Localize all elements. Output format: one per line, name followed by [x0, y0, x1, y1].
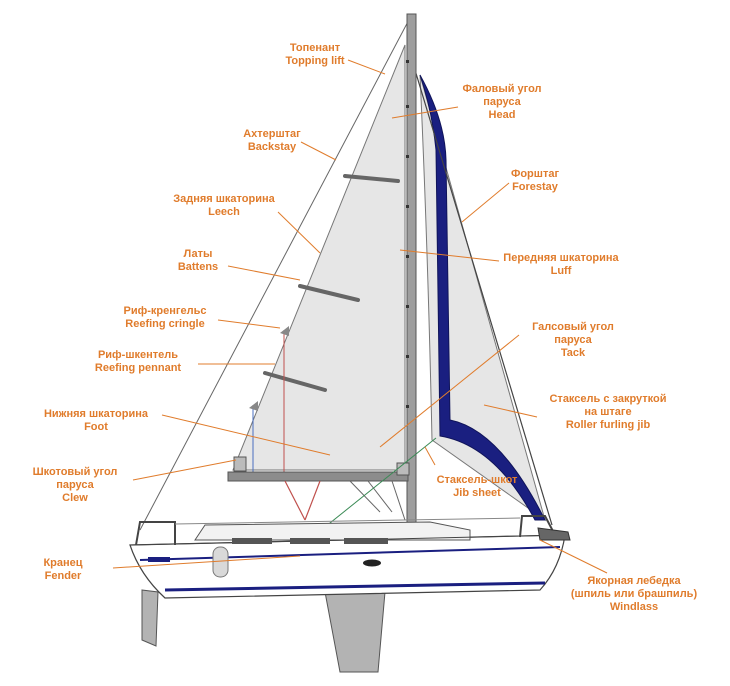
waterline-stripe	[164, 581, 546, 592]
reefing-cringle-mark-2	[249, 401, 258, 411]
keel	[324, 591, 386, 673]
mast	[406, 13, 417, 531]
rudder	[141, 589, 159, 647]
mainsheet-lines	[284, 480, 321, 521]
jib-sheet-line	[314, 437, 437, 536]
boom	[227, 471, 409, 482]
label-windlass: Якорная лебедка(шпиль или брашпиль)Windl…	[570, 575, 698, 613]
mast-slides	[406, 60, 409, 408]
reefing-cringle-mark	[280, 326, 289, 336]
jib-furl-strip	[419, 74, 546, 521]
windlass-shape	[537, 527, 571, 541]
winches	[232, 538, 388, 544]
hull-window	[148, 557, 170, 562]
cabin	[194, 521, 471, 541]
lifeline	[174, 517, 521, 525]
battens-group	[263, 174, 400, 392]
leader-lines	[112, 59, 608, 574]
stern-pulpit	[135, 521, 176, 546]
clew-fitting	[233, 456, 247, 472]
vang-lines	[349, 480, 406, 521]
forestay-line	[414, 69, 553, 526]
mainsail	[232, 44, 406, 471]
porthole	[363, 559, 381, 567]
fender-shape	[212, 546, 229, 578]
bow-pulpit	[519, 515, 556, 538]
backstay-line	[139, 13, 413, 531]
hull-stripe	[139, 546, 561, 561]
jib	[419, 74, 546, 522]
